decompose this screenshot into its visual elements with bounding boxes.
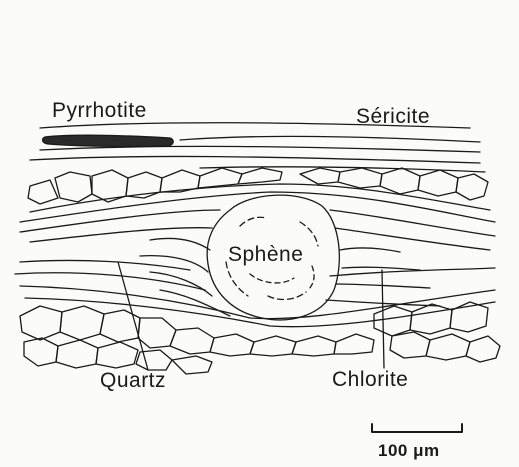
label-sphene: Sphène (228, 244, 303, 265)
scale-bar (372, 424, 462, 432)
label-quartz: Quartz (100, 370, 166, 391)
label-pyrrhotite: Pyrrhotite (52, 100, 147, 121)
scale-bar-label: 100 μm (378, 442, 440, 459)
upper-quartz-layer (28, 168, 488, 204)
pyrrhotite-grain (43, 135, 174, 146)
label-sericite: Séricite (356, 106, 430, 127)
label-chlorite: Chlorite (332, 369, 408, 390)
